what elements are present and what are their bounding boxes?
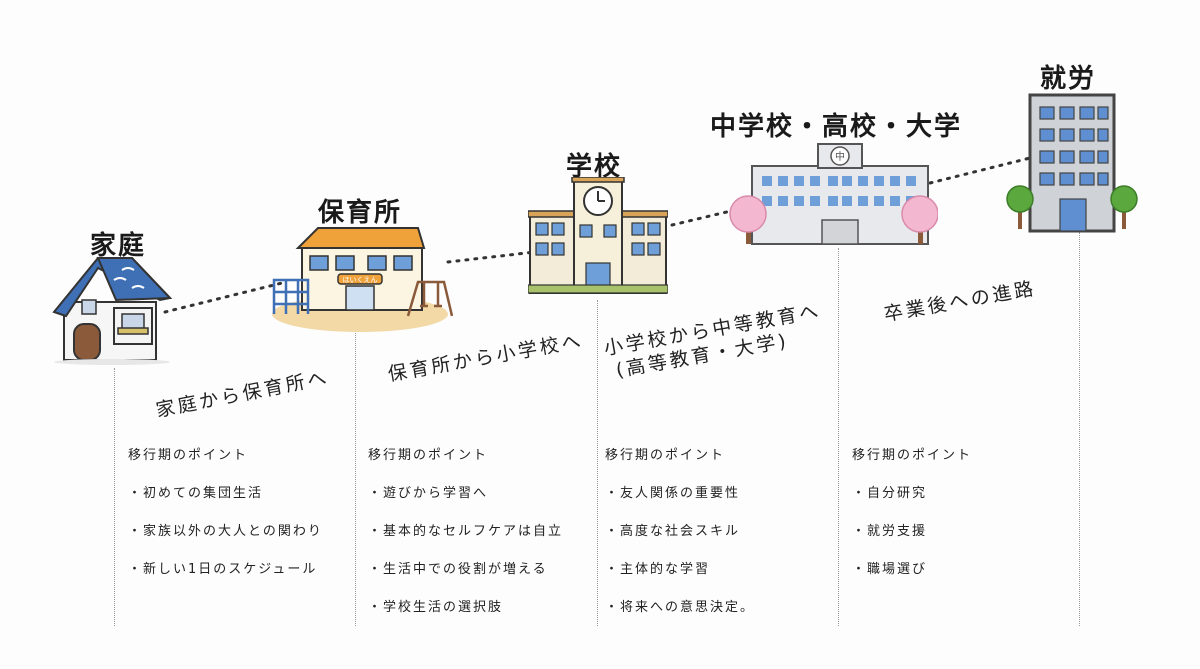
stage-title-nursery: 保育所 [318,198,403,228]
points-column-2: 移行期のポイント 遊びから学習へ 基本的なセルフケアは自立 生活中での役割が増え… [368,444,563,634]
point-item: 将来への意思決定。 [605,596,755,615]
points-heading: 移行期のポイント [605,448,726,463]
higher-school-emblem: 中 [835,150,845,163]
divider-4 [838,248,839,626]
point-item: 初めての集団生活 [128,482,323,501]
point-item: 生活中での役割が増える [368,558,563,577]
office-building-illustration [1006,93,1138,233]
higher-school-illustration: 中 [729,143,938,245]
points-column-4: 移行期のポイント 自分研究 就労支援 職場選び [852,444,972,596]
points-heading: 移行期のポイント [128,448,249,463]
point-item: 高度な社会スキル [605,520,755,539]
point-item: 学校生活の選択肢 [368,596,563,615]
point-item: 就労支援 [852,520,972,539]
stage-title-home: 家庭 [90,231,147,261]
nursery-sign: ほいくえん [343,276,378,284]
house-illustration [52,257,173,365]
points-heading: 移行期のポイント [368,448,489,463]
points-heading: 移行期のポイント [852,448,973,463]
divider-3 [597,300,598,626]
point-item: 職場選び [852,558,972,577]
point-item: 主体的な学習 [605,558,755,577]
point-item: 自分研究 [852,482,972,501]
stage-title-higher: 中学校・高校・大学 [710,112,963,142]
stage-title-work: 就労 [1040,64,1097,94]
points-column-1: 移行期のポイント 初めての集団生活 家族以外の大人との関わり 新しい1日のスケジ… [128,444,323,596]
point-item: 家族以外の大人との関わり [128,520,323,539]
point-item: 新しい1日のスケジュール [128,558,323,577]
school-illustration [528,177,668,294]
point-item: 友人関係の重要性 [605,482,755,501]
divider-1 [114,368,115,626]
point-item: 遊びから学習へ [368,482,563,501]
points-column-3: 移行期のポイント 友人関係の重要性 高度な社会スキル 主体的な学習 将来への意思… [605,444,755,634]
point-item: 基本的なセルフケアは自立 [368,520,563,539]
divider-2 [355,330,356,626]
nursery-illustration: ほいくえん [272,227,453,332]
divider-5 [1079,232,1080,626]
